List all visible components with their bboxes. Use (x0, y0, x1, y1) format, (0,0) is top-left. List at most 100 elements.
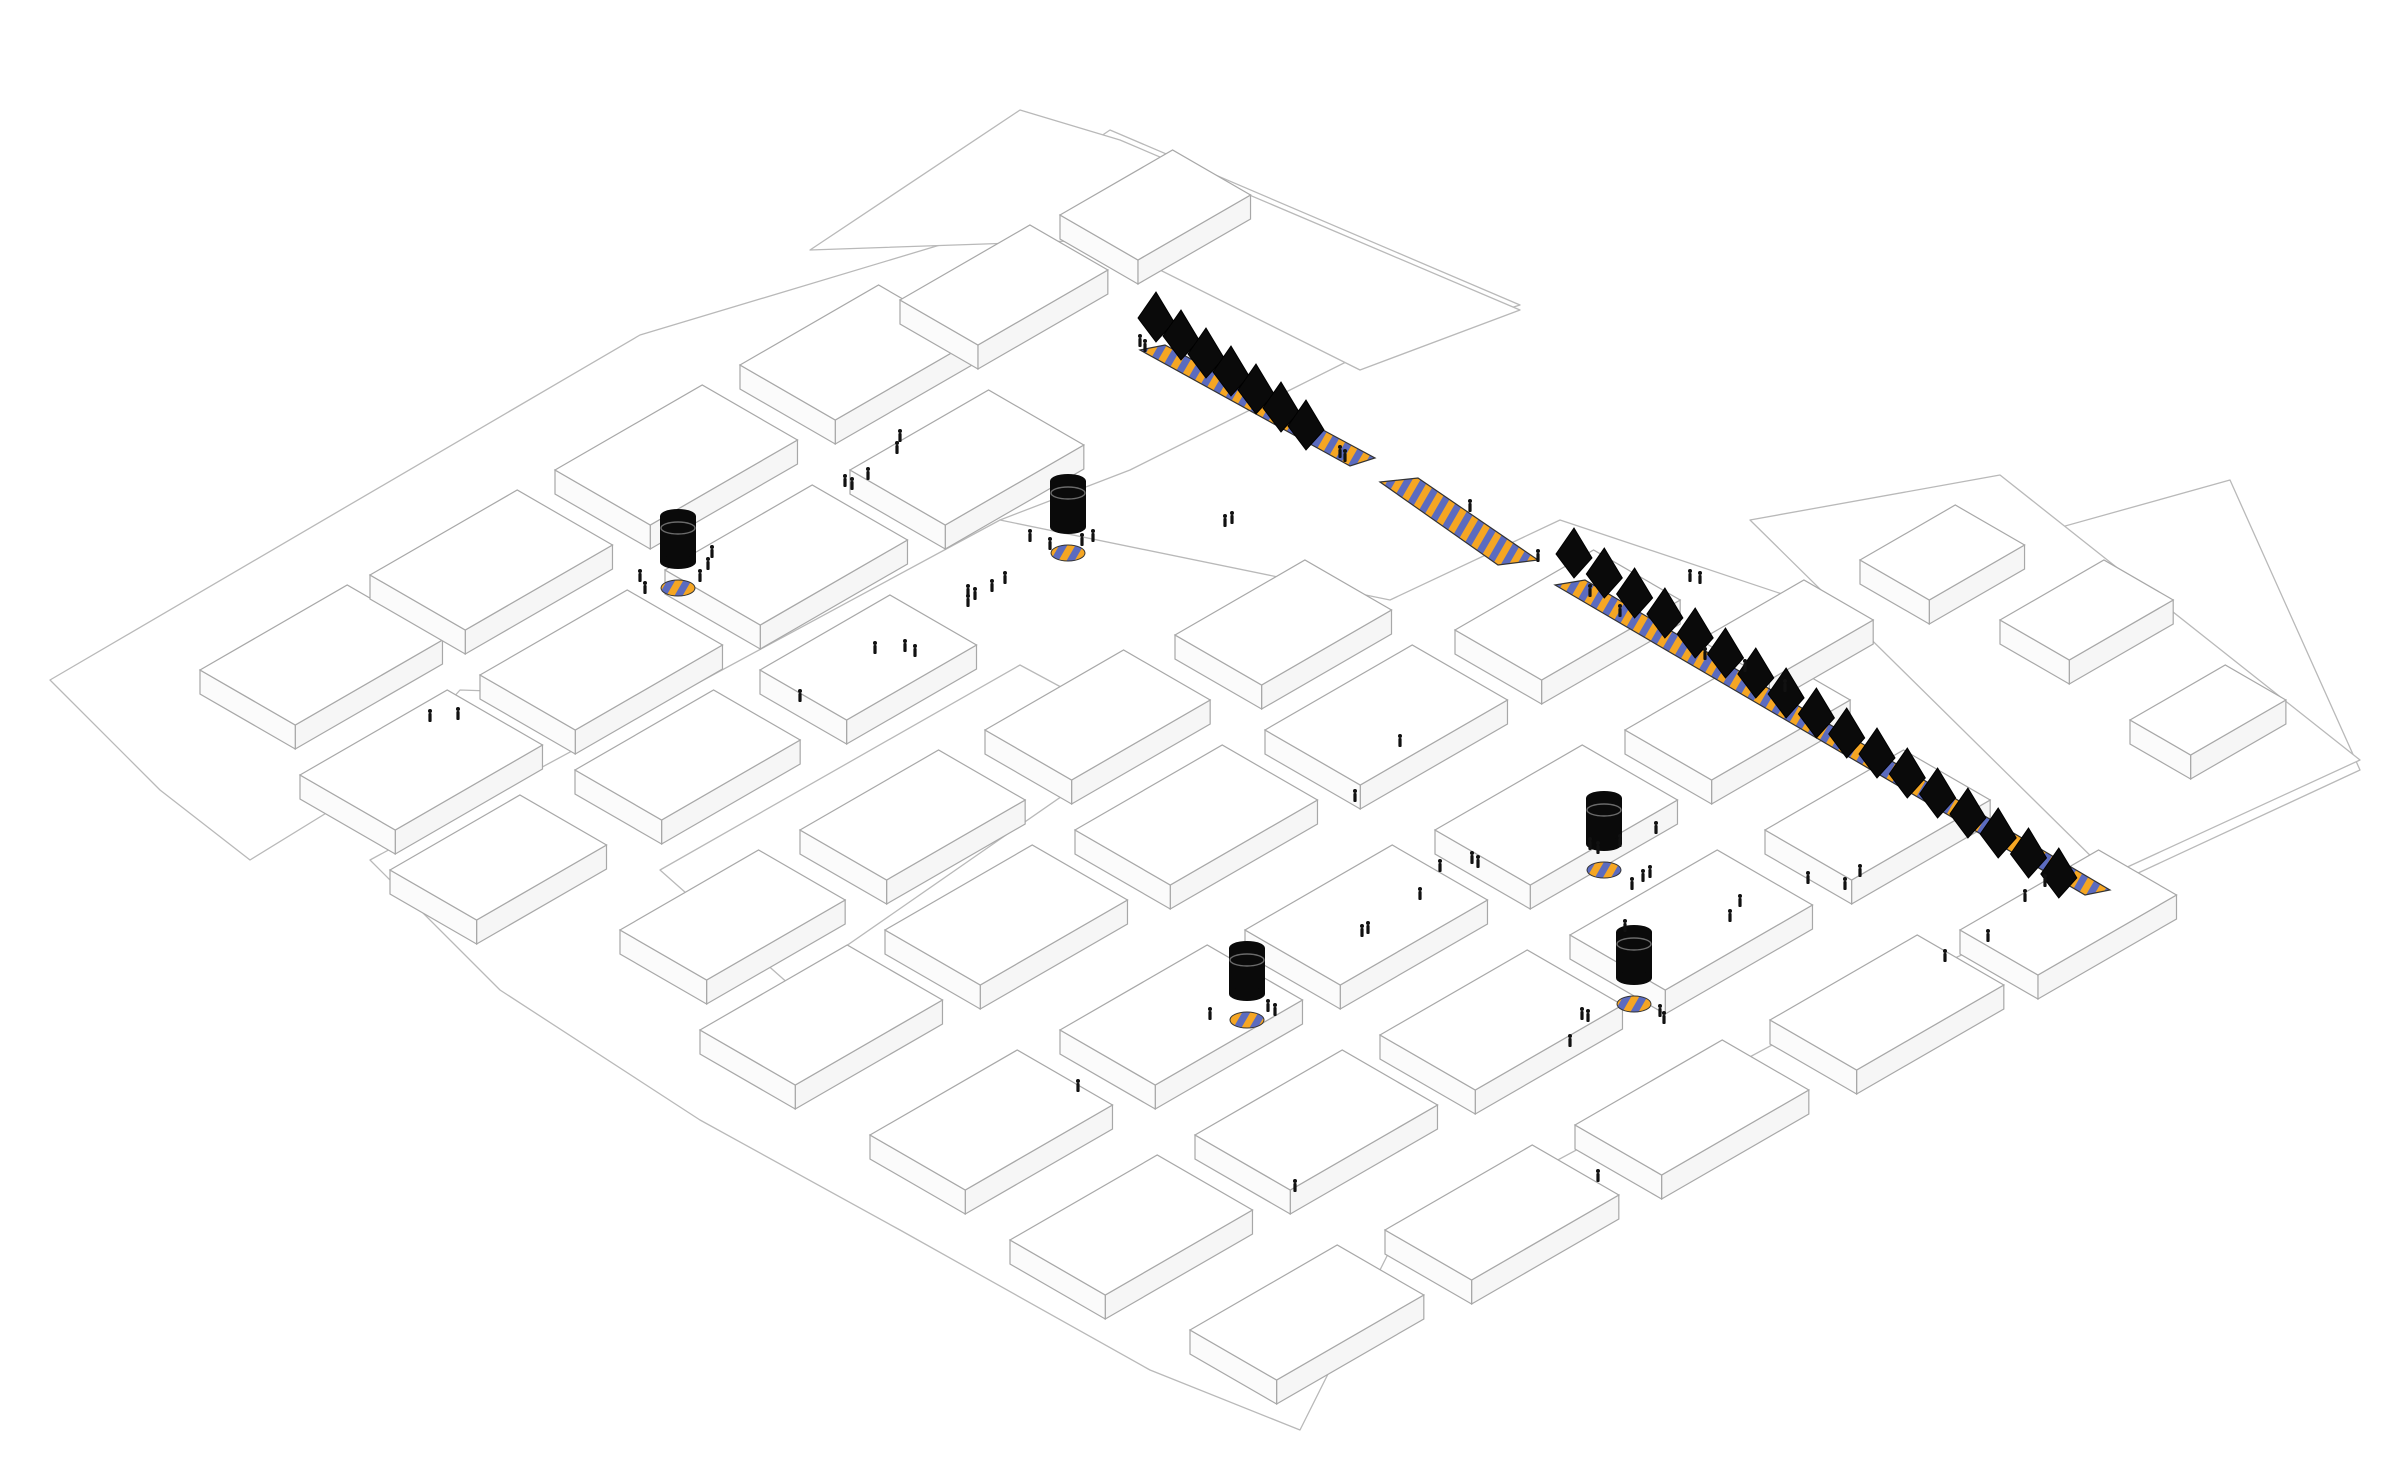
person-figure (1138, 334, 1142, 347)
block-lower-0-top (618, 849, 847, 981)
canopy-south-panel (1737, 647, 1775, 699)
person-figure (1783, 679, 1787, 692)
person-figure (1743, 659, 1747, 672)
person-figure (1273, 1003, 1277, 1016)
block-lower-2-top (983, 649, 1212, 781)
block-upper-5 (478, 589, 724, 756)
person-figure (1398, 734, 1402, 747)
person-figure (1360, 924, 1364, 937)
person-figure (1623, 919, 1627, 932)
block-lower-11-top (1243, 844, 1489, 986)
sawtooth-canopies (1137, 291, 2078, 899)
block-lower-4-top (698, 944, 944, 1086)
kiosk-base (660, 579, 696, 597)
block-lower-15-top (1193, 1049, 1439, 1191)
person-figure (698, 569, 702, 582)
block-upper-1 (368, 489, 614, 656)
person-figure (1596, 1169, 1600, 1182)
person-figure (1986, 929, 1990, 942)
person-figure (1738, 894, 1742, 907)
person-figure (843, 474, 847, 487)
person-figure (1366, 921, 1370, 934)
kiosk-bottom (1586, 837, 1622, 851)
person-figure (2023, 889, 2027, 902)
cylinder-kiosk (1586, 791, 1622, 879)
person-figure (1293, 1179, 1297, 1192)
block-upper-10 (758, 594, 978, 746)
block-lower-19 (1188, 1244, 1426, 1406)
kiosk-bottom (1229, 987, 1265, 1001)
block-lower-4 (698, 944, 944, 1111)
person-figure (1703, 647, 1707, 660)
canopy-south-panel (1918, 767, 1957, 819)
person-figure (898, 429, 902, 442)
person-figure (643, 581, 647, 594)
person-figure (428, 709, 432, 722)
person-figure (456, 707, 460, 720)
block-lower-21-top (1573, 1039, 1811, 1176)
walkway-middle (1378, 477, 1540, 566)
person-figure (873, 641, 877, 654)
block-lower-3 (1173, 559, 1393, 711)
block-lower-27-top (2128, 664, 2288, 756)
block-lower-11 (1243, 844, 1489, 1011)
block-upper-4 (298, 689, 544, 856)
person-figure (1698, 571, 1702, 584)
person-figure (1586, 1009, 1590, 1022)
person-figure (1230, 511, 1234, 524)
block-lower-22-top (1768, 934, 2006, 1071)
canopy-south-panel (2009, 827, 2048, 879)
canopy-south-panel (1585, 547, 1623, 599)
person-figure (2043, 874, 2047, 887)
person-figure (1208, 1007, 1212, 1020)
canopy-south-panel (1828, 707, 1866, 759)
canopy-south-panel (2040, 847, 2078, 899)
person-figure (1588, 584, 1592, 597)
canopy-south-panel (1797, 687, 1836, 739)
kiosk-bottom (1050, 520, 1086, 534)
kiosk-rim (1050, 486, 1086, 500)
block-upper-9-top (573, 689, 802, 821)
person-figure (903, 639, 907, 652)
person-figure (1536, 549, 1540, 562)
cylinder-kiosk (1050, 474, 1086, 562)
person-figure (1630, 877, 1634, 890)
person-figure (1662, 1011, 1666, 1024)
block-lower-7 (1263, 644, 1509, 811)
person-figure (638, 569, 642, 582)
person-figure (866, 467, 870, 480)
canopy-south-panel (1888, 747, 1926, 799)
canopy-south-panel (1767, 667, 1805, 719)
block-lower-5-top (883, 844, 1129, 986)
block-lower-27 (2128, 664, 2288, 781)
canopy-south-panel (1555, 527, 1593, 579)
block-lower-9 (868, 1049, 1114, 1216)
canopy-south (1555, 527, 2078, 899)
block-upper-11 (898, 224, 1110, 371)
person-figure (1843, 877, 1847, 890)
kiosk-top (1616, 925, 1652, 939)
kiosk-rim (1586, 803, 1622, 817)
person-figure (1641, 869, 1645, 882)
block-upper-9 (573, 689, 802, 846)
kiosk-rim (1616, 937, 1652, 951)
cylinder-kiosk (660, 509, 696, 597)
person-figure (1266, 999, 1270, 1012)
kiosk-top (1229, 941, 1265, 955)
person-figure (973, 587, 977, 600)
person-figure (1618, 604, 1622, 617)
kiosk-rim (1229, 953, 1265, 967)
block-lower-8-top (1453, 549, 1682, 681)
block-lower-26-top (1998, 559, 2175, 661)
person-figure (1353, 789, 1357, 802)
kiosk-top (1586, 791, 1622, 805)
person-figure (710, 545, 714, 558)
block-lower-19-top (1188, 1244, 1426, 1381)
kiosk-base (1050, 544, 1086, 562)
person-figure (1438, 859, 1442, 872)
block-lower-25-top (1858, 504, 2026, 601)
person-figure (895, 441, 899, 454)
canopy-south-panel (1858, 727, 1896, 779)
person-figure (1223, 514, 1227, 527)
market-blocks (198, 149, 2288, 1406)
